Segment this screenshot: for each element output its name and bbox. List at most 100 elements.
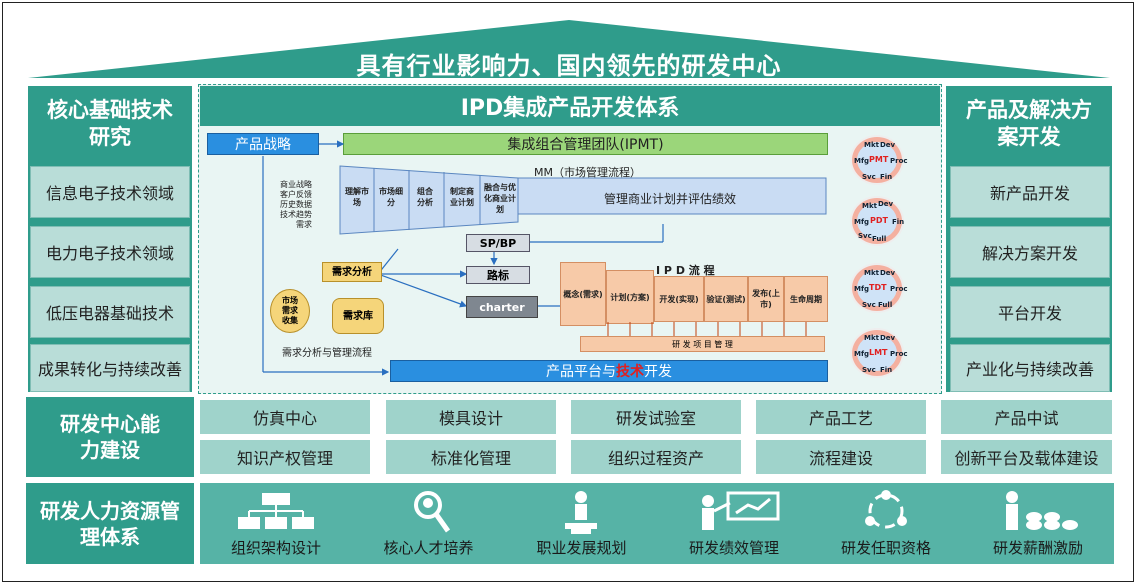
hr-label: 研发任职资格 [840,539,931,557]
left-item: 电力电子技术领域 [30,226,190,278]
hr-item: 组织架构设计 [200,483,353,564]
mm-step: 制定商业计划 [450,187,474,207]
team-center: PDT [870,216,888,225]
roof [28,20,1110,78]
mm-input: 需求 [296,220,312,229]
team-role: Mkt [864,269,879,277]
right-item: 新产品开发 [950,166,1110,218]
right-item: 产业化与持续改善 [950,344,1110,392]
platform-red: 技术 [616,364,644,380]
capability-item: 知识产权管理 [200,440,370,474]
team-role: Mfg [854,218,870,226]
right-item: 平台开发 [950,286,1110,338]
team-role: Fin [892,218,905,226]
req-pool: 需求库 [332,298,384,334]
mm-step: 融合与优化商业计划 [484,183,516,214]
team-role: Svc [862,366,876,374]
right-column-header: 产品及解决方案开发 [946,88,1112,160]
ipmt-bar: 集成组合管理团队(IPMT) [343,133,828,155]
market-req: 市场需求收集 [270,289,310,333]
left-item: 成果转化与持续改善 [30,344,190,392]
team-center: TDT [869,283,887,292]
magnifier-person-icon [414,491,451,533]
stage-arrows [607,322,807,336]
product-strategy: 产品战略 [207,133,319,155]
spbp-box: SP/BP [466,234,530,252]
team-pdt-icon: Mkt Dev Mfg PDT Fin Svc Full [850,196,904,246]
team-role: Dev [880,334,896,342]
mm-funnel [339,165,827,235]
hr-label: 研发绩效管理 [688,539,779,557]
capability-item: 流程建设 [756,440,926,474]
money-person-icon [1006,491,1078,530]
team-role: Dev [880,141,896,149]
capability-item: 仿真中心 [200,400,370,434]
ipd-title: IPD集成产品开发体系 [200,86,940,126]
team-role: Full [872,235,887,243]
capability-item: 标准化管理 [386,440,556,474]
team-tdt-icon: Mkt Dev Mfg TDT Proc Svc Full [850,263,908,313]
team-role: Proc [890,285,908,293]
ipd-stage: 概念(需求) [560,262,606,326]
team-pmt-icon: Mkt Dev Mfg PMT Proc Svc Fin [850,135,908,185]
team-role: Mkt [862,202,877,210]
left-column: 核心基础技术研究 信息电子技术领域 电力电子技术领域 低压电器基础技术 成果转化… [26,84,194,394]
right-item: 解决方案开发 [950,226,1110,278]
hr-item: 研发任职资格 [810,483,963,564]
capability-header: 研发中心能力建设 [26,397,194,477]
platform-prefix: 产品平台与 [546,364,616,380]
team-role: Proc [890,350,908,358]
mm-input: 客户反馈 [280,190,312,199]
req-flow-caption: 需求分析与管理流程 [282,348,372,359]
mm-inputs: 商业战略 客户反馈 历史数据 技术趋势 需求 [262,180,312,230]
capability-item: 创新平台及载体建设 [941,440,1112,474]
team-role: Fin [880,366,893,374]
hr-label: 研发薪酬激励 [992,539,1083,557]
hr-item: 研发薪酬激励 [962,483,1114,564]
hr-label: 核心人才培养 [383,539,474,557]
platform-suffix: 开发 [644,364,672,380]
team-role: Dev [880,269,896,277]
mm-step: 市场细分 [379,187,403,207]
mm-step: 理解市场 [345,187,369,207]
req-analysis: 需求分析 [322,262,382,282]
ipd-stage: 开发(实现) [654,276,704,322]
ipd-flow-title: I P D 流 程 [656,264,715,277]
capability-item: 研发试验室 [571,400,741,434]
left-item: 信息电子技术领域 [30,166,190,218]
mm-input: 商业战略 [280,180,312,189]
team-lmt-icon: Mkt Dev Mfg LMT Proc Svc Fin [850,328,908,378]
capability-item: 模具设计 [386,400,556,434]
team-role: Full [878,301,893,309]
capability-item: 产品工艺 [756,400,926,434]
team-role: Svc [862,173,876,181]
left-column-header: 核心基础技术研究 [28,88,192,160]
team-role: Dev [878,200,894,208]
hr-item: 研发绩效管理 [658,483,811,564]
ipd-connectors [262,140,664,376]
presentation-icon [702,491,780,530]
team-role: Mfg [854,157,870,165]
team-center: PMT [869,155,889,164]
team-cycle-icon [865,490,907,529]
mm-input: 技术趋势 [280,210,312,219]
roadmap-box: 路标 [466,266,530,284]
team-role: Mkt [864,334,879,342]
team-role: Mfg [854,285,870,293]
org-chart-icon [238,493,314,529]
team-role: Fin [880,173,893,181]
mm-title: MM（市场管理流程） [534,166,641,179]
team-role: Proc [890,157,908,165]
hr-item: 核心人才培养 [352,483,506,564]
left-item: 低压电器基础技术 [30,286,190,338]
mm-manage: 管理商业计划并评估绩效 [603,192,736,206]
mm-input: 历史数据 [280,200,312,209]
platform-bar: 产品平台与技术开发 [390,360,828,382]
team-role: Svc [858,232,872,240]
capability-item: 组织过程资产 [571,440,741,474]
mm-step: 组合分析 [417,187,433,207]
team-role: Mkt [864,141,879,149]
team-center: LMT [869,348,888,357]
hr-label: 组织架构设计 [230,539,321,557]
